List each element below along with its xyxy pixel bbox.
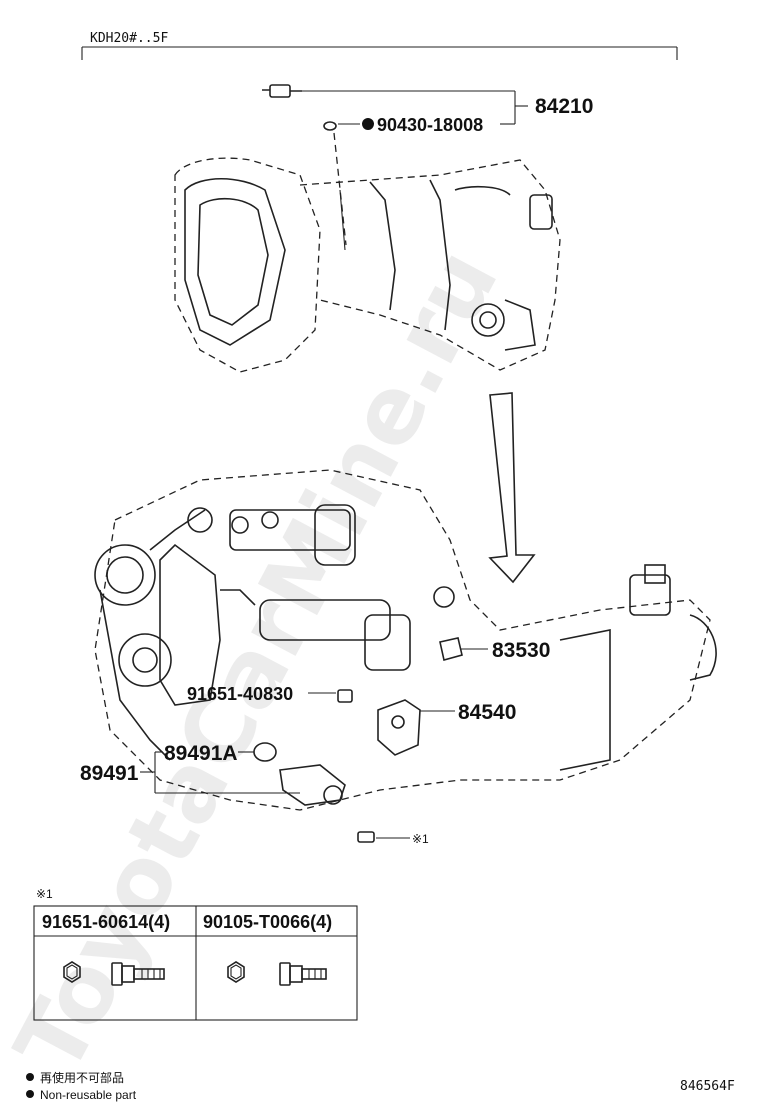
hex-nut-icon (63, 961, 81, 983)
callout-91651-40830: 91651-40830 (187, 684, 293, 704)
callout-89491: 89491 (80, 762, 139, 785)
legend-marker-en (26, 1090, 34, 1098)
watermark: ToyotaCarMine.ru (0, 232, 519, 1090)
callout-90430-18008: 90430-18008 (377, 115, 483, 135)
fastener-col2-partno: 90105-T0066(4) (203, 912, 332, 932)
header-bracket (81, 46, 678, 60)
fastener-table-ref: ※1 (36, 887, 53, 901)
callout-89491A: 89491A (164, 742, 238, 765)
legend-en: Non-reusable part (40, 1088, 137, 1102)
callout-leaders-bottom (140, 648, 488, 839)
flange-bolt-icon (279, 962, 327, 986)
hex-nut-icon (227, 961, 245, 983)
callout-84540: 84540 (458, 701, 516, 724)
engine-assembly-illustration (94, 469, 717, 843)
flange-bolt-icon (111, 962, 165, 986)
non-reusable-marker (362, 118, 374, 130)
model-code: KDH20#..5F (90, 31, 168, 46)
transmission-illustration (174, 84, 561, 373)
fastener-table (33, 905, 358, 1021)
down-arrow-icon (488, 392, 536, 584)
callout-leaders-top (300, 90, 528, 125)
legend-marker-jp (26, 1073, 34, 1081)
diagram-id: 846564F (680, 1079, 735, 1094)
fastener-col1-partno: 91651-60614(4) (42, 912, 170, 932)
callout-84210: 84210 (535, 95, 593, 118)
callout-83530: 83530 (492, 639, 550, 662)
callout-ref1: ※1 (412, 832, 429, 846)
legend-jp: 再使用不可部品 (40, 1070, 124, 1085)
